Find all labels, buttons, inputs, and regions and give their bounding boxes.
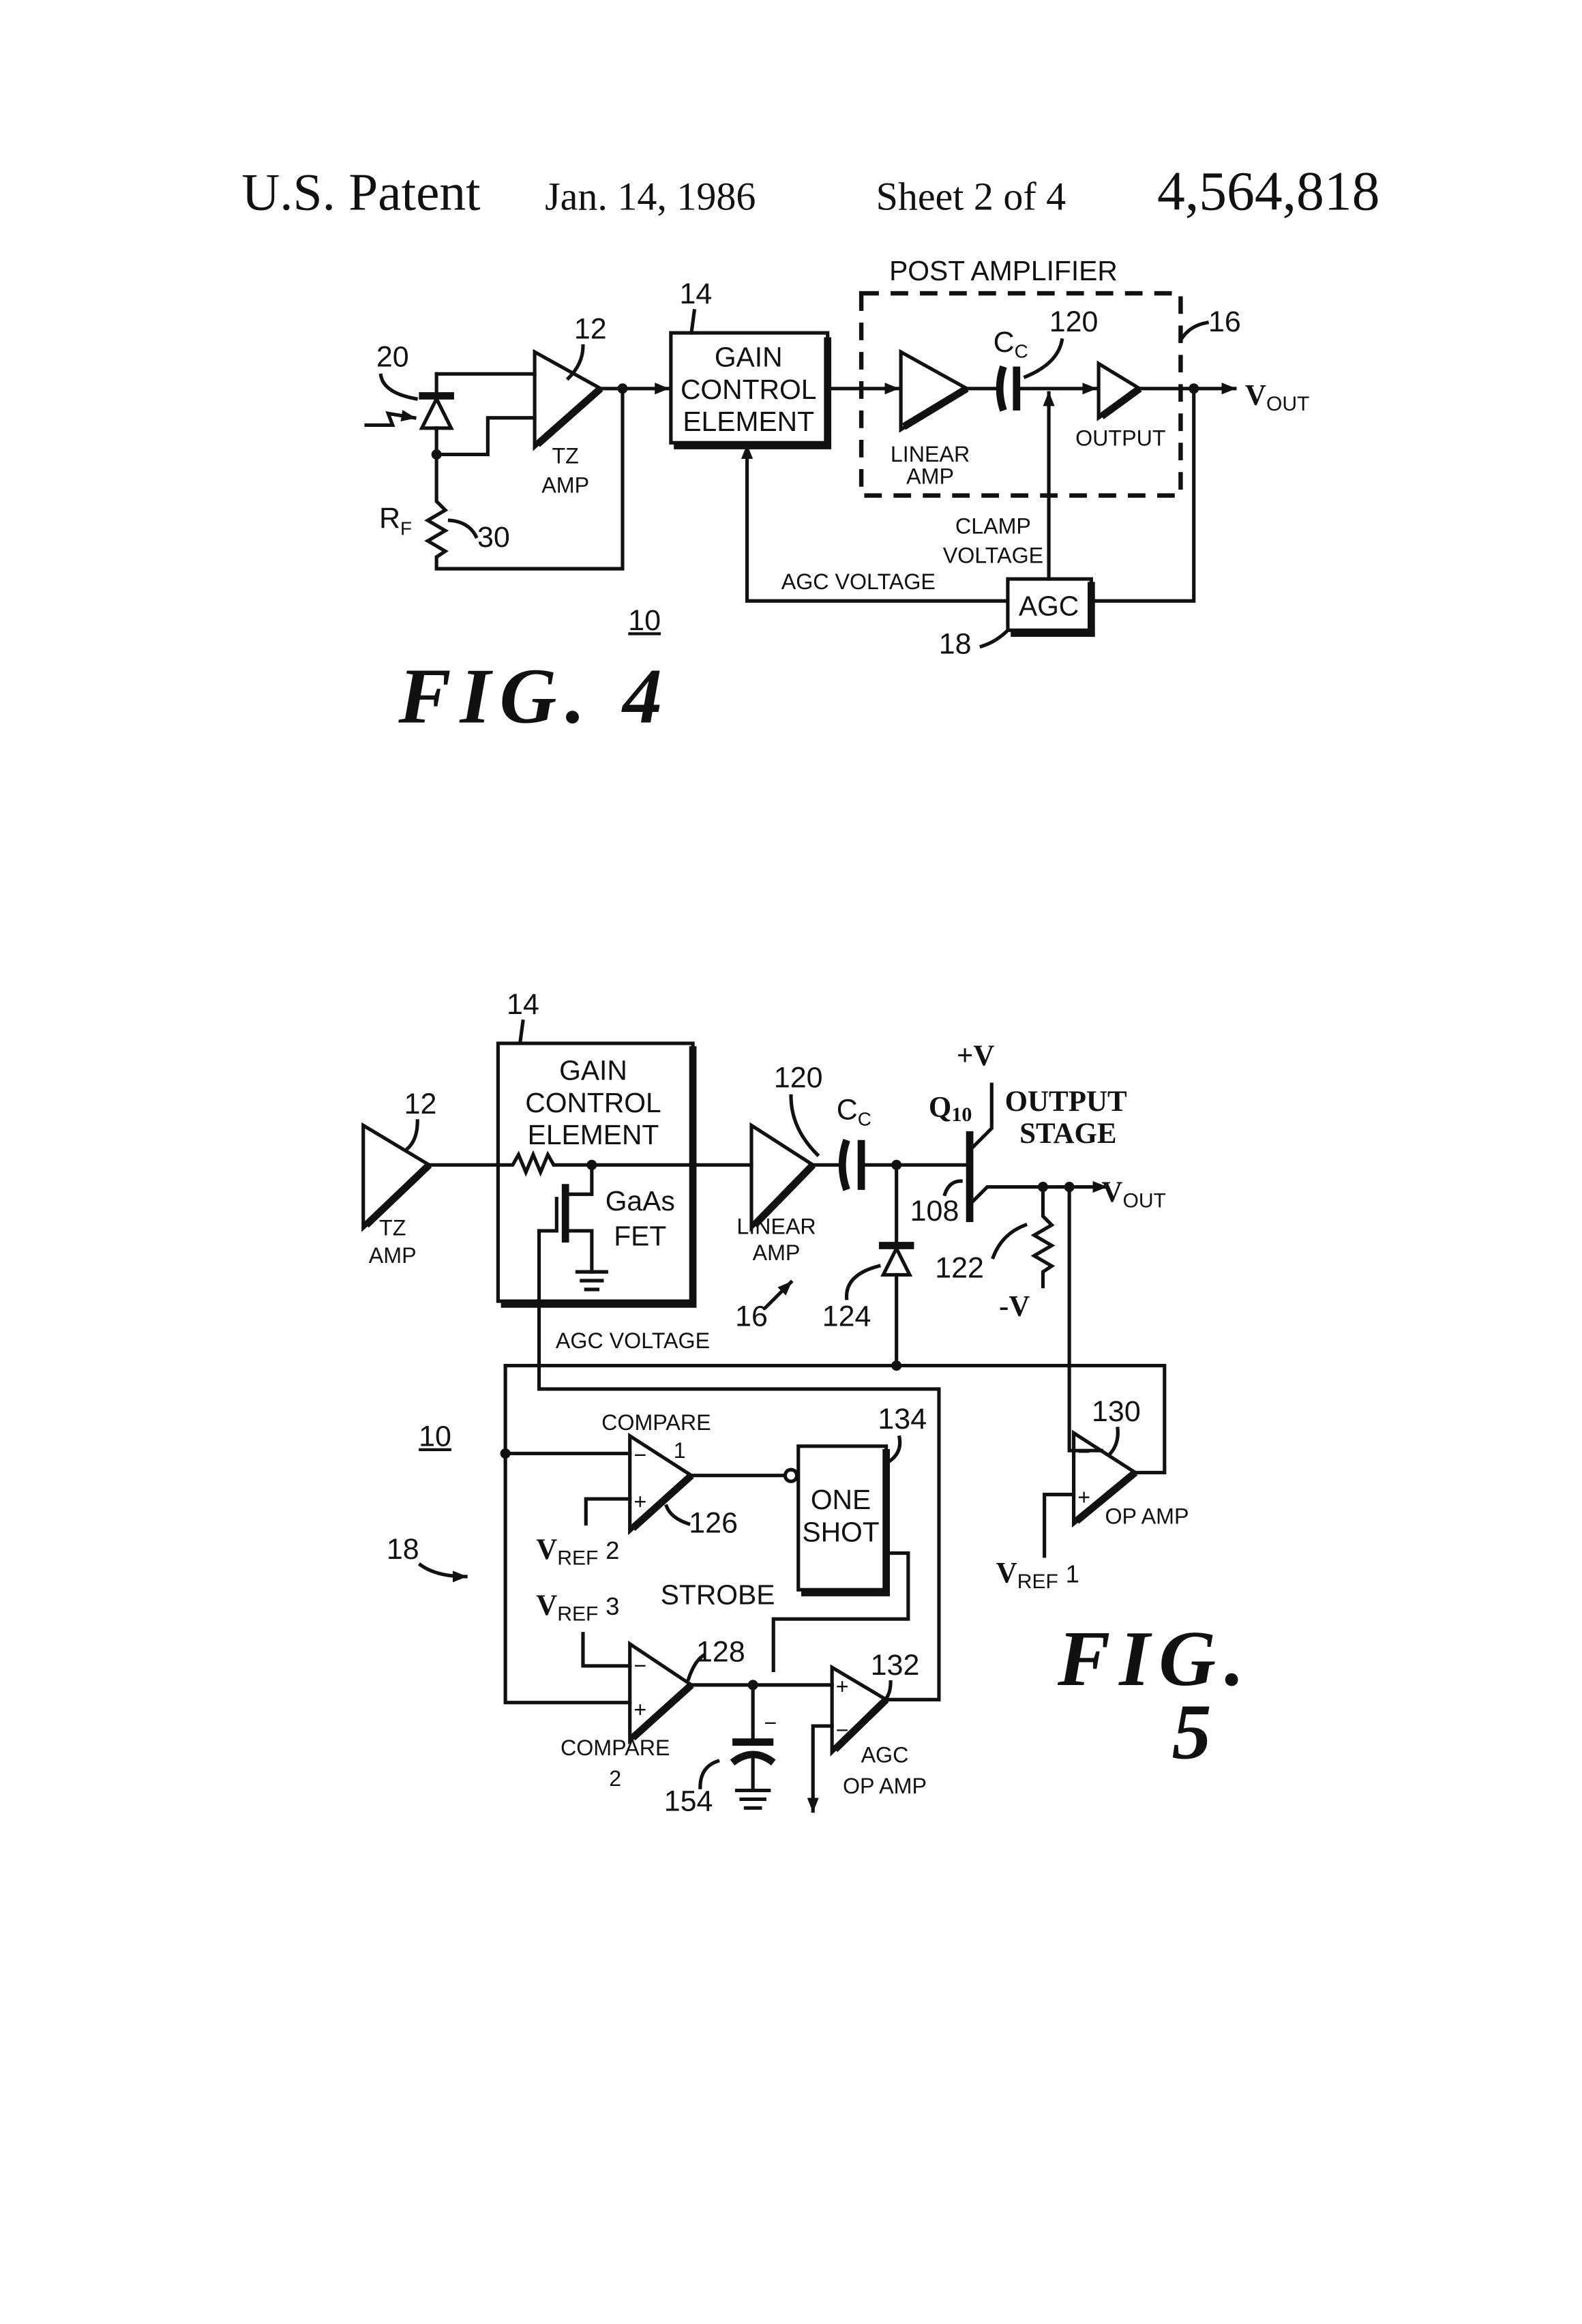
plus-sign: + [836,1674,849,1699]
page-header: U.S. Patent Jan. 14, 1986 Sheet 2 of 4 4… [241,160,1379,222]
agc-voltage-label: AGC VOLTAGE [781,569,936,594]
linear-amp-label: AMP [753,1240,801,1265]
ref-12: 12 [574,313,607,346]
gce-label-3: ELEMENT [528,1119,659,1150]
compare-1-label: COMPARE [601,1410,711,1435]
ref-120: 120 [1049,306,1099,338]
ref-18: 18 [939,628,972,661]
agc-label: AGC [1019,591,1079,622]
ref-134: 134 [878,1403,927,1435]
sheet-number: Sheet 2 of 4 [876,175,1066,219]
ref-14: 14 [507,988,539,1021]
cc-label: CC [994,326,1028,362]
op-amp-label: OP AMP [1105,1504,1189,1529]
cc-label: CC [837,1094,871,1130]
figure-4: POST AMPLIFIER 16 20 12 TZ AMP RF 30 [366,255,1309,741]
output-label: OUTPUT [1075,426,1165,451]
minus-v-label: -V [999,1291,1030,1323]
fet-label: FET [614,1220,666,1251]
ref-132: 132 [871,1649,920,1682]
stage-label: STAGE [1019,1118,1116,1150]
linear-label: LINEAR [736,1214,816,1238]
photodiode-icon [366,374,454,454]
q10-label: Q10 [929,1091,972,1125]
vout-label: VOUT [1101,1176,1166,1212]
tz-label: TZ [379,1215,406,1240]
agc-voltage-label: AGC VOLTAGE [556,1328,710,1353]
plus-sign: + [633,1489,646,1514]
post-amplifier-label: POST AMPLIFIER [889,255,1118,286]
gaas-label: GaAs [606,1185,675,1217]
gce-label-2: CONTROL [681,374,816,405]
plus-v-label: +V [957,1040,994,1072]
capacitor-icon [842,1140,846,1190]
minus-sign: − [1077,1440,1090,1464]
agc-label: AGC [861,1743,909,1768]
ref-122: 122 [935,1252,984,1285]
plus-sign: + [1077,1485,1090,1510]
ref-12: 12 [404,1088,437,1120]
gce-label-1: GAIN [559,1055,627,1086]
ref-108: 108 [910,1195,959,1227]
figure-5-title: FIG. [1057,1615,1253,1703]
agc-op-amp-label: OP AMP [843,1774,927,1798]
ref-18: 18 [387,1533,419,1566]
ref-154: 154 [664,1785,713,1818]
output-label: OUTPUT [1005,1086,1127,1118]
minus-sign: − [764,1710,777,1735]
ref-124: 124 [822,1300,871,1333]
ref-120: 120 [774,1061,823,1094]
amp-label: AMP [541,473,589,497]
patent-number: 4,564,818 [1157,160,1379,222]
figure-5-number: 5 [1172,1688,1221,1776]
patent-label: U.S. Patent [241,163,481,222]
ref-10: 10 [628,604,661,637]
strobe-label: STROBE [661,1579,775,1611]
amp-label: AMP [369,1243,417,1268]
ref-128: 128 [696,1636,745,1669]
ref-10: 10 [419,1420,451,1453]
plus-sign: + [633,1697,646,1722]
shot-label: SHOT [802,1516,879,1547]
ref-14: 14 [679,278,712,310]
clamp-voltage-label: VOLTAGE [943,543,1043,567]
minus-sign: − [633,1442,646,1467]
gce-label-1: GAIN [715,342,783,373]
tz-label: TZ [552,443,578,468]
ref-16: 16 [1208,306,1241,338]
compare-1-number: 1 [674,1438,686,1463]
vref1-label: VREF1 [996,1558,1079,1594]
ref-20: 20 [376,341,409,374]
figure-4-title: FIG. 4 [398,653,671,741]
resistor-122-icon [1034,1187,1052,1287]
gce-label-3: ELEMENT [683,406,814,437]
capacitor-icon [1000,367,1003,411]
gce-label-2: CONTROL [525,1087,661,1118]
one-label: ONE [811,1484,871,1515]
minus-sign: − [836,1718,849,1742]
clamp-label: CLAMP [955,513,1031,538]
vout-label: VOUT [1245,379,1310,415]
ref-30: 30 [477,521,510,554]
linear-label: LINEAR [891,442,970,466]
minus-sign: − [633,1654,646,1678]
compare-2-label: COMPARE [561,1735,670,1760]
patent-date: Jan. 14, 1986 [545,175,756,219]
ref-126: 126 [689,1506,738,1539]
ref-16: 16 [735,1300,768,1333]
vref2-label: VREF2 [536,1534,619,1570]
figure-5: 14 GAIN CONTROL ELEMENT 12 TZ AMP GaAs F… [363,988,1253,1818]
compare-2-number: 2 [609,1766,621,1791]
rf-label: RF [379,502,412,539]
ref-130: 130 [1092,1395,1141,1428]
linear-amp-label: AMP [906,464,954,488]
vref3-label: VREF3 [536,1590,619,1626]
